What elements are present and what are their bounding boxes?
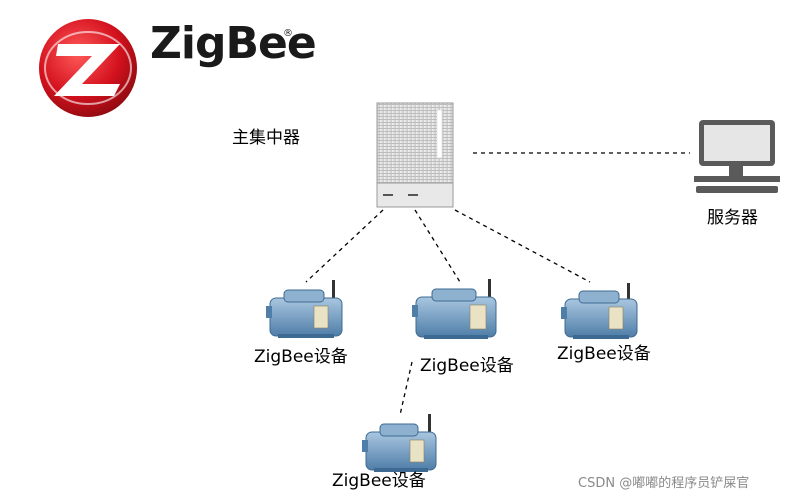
server-label: 服务器: [707, 208, 758, 228]
desktop-computer-icon: [694, 120, 780, 193]
device-label-right: ZigBee设备: [557, 344, 651, 364]
link-coordinator-right: [454, 209, 591, 283]
link-middle-bottom: [399, 361, 413, 416]
link-coordinator-left: [305, 209, 384, 283]
device-label-bottom: ZigBee设备: [332, 471, 426, 491]
brand-name: ZigBee: [150, 18, 317, 69]
registered-mark: ®: [283, 28, 293, 39]
wireless-device-icon: [266, 280, 343, 338]
wireless-device-icon: [561, 283, 638, 339]
device-label-middle: ZigBee设备: [420, 356, 514, 376]
wireless-device-icon: [412, 279, 497, 339]
zigbee-logo-icon: [39, 19, 137, 117]
device-label-left: ZigBee设备: [254, 347, 348, 367]
connection-lines: [305, 152, 690, 416]
watermark: CSDN @嘟嘟的程序员铲屎官: [578, 476, 750, 491]
link-coordinator-middle: [414, 209, 461, 283]
coordinator-label: 主集中器: [232, 128, 300, 148]
server-rack-icon: [376, 102, 454, 208]
wireless-device-icon: [362, 414, 437, 472]
